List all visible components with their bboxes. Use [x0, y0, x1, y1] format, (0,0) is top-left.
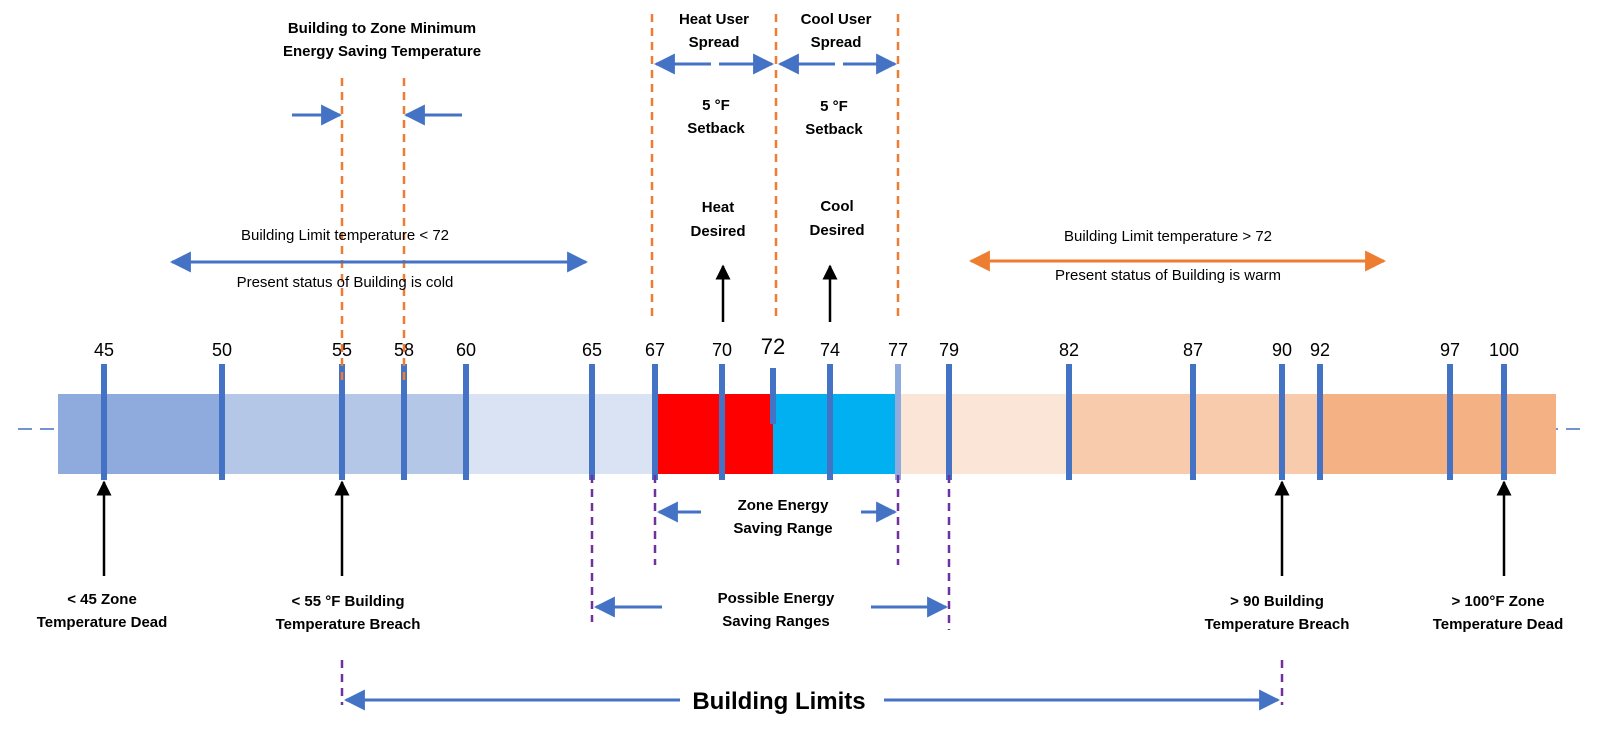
- heat-setback-line2: Setback: [687, 120, 745, 137]
- band-60-67: [466, 394, 655, 474]
- band-45-50: [58, 394, 222, 474]
- tick-label-72: 72: [761, 334, 785, 359]
- cold-status-label: Present status of Building is cold: [237, 274, 454, 291]
- tick-mark-92: [1317, 364, 1323, 480]
- min-energy-title-line2: Energy Saving Temperature: [283, 43, 481, 60]
- tick-mark-100: [1501, 364, 1507, 480]
- cool-spread-line2: Spread: [811, 34, 862, 51]
- cool-setback-line1: 5 °F: [820, 98, 848, 115]
- possible-range-line1: Possible Energy: [718, 590, 835, 607]
- breach-high-line1: > 90 Building: [1230, 593, 1324, 610]
- zone-range-line2: Saving Range: [733, 520, 832, 537]
- warm-limit-label: Building Limit temperature > 72: [1064, 228, 1272, 245]
- cool-setback-line2: Setback: [805, 121, 863, 138]
- breach-high-line2: Temperature Breach: [1205, 616, 1350, 633]
- tick-mark-74: [827, 364, 833, 480]
- heat-desired-line1: Heat: [702, 199, 735, 216]
- building-limits-label: Building Limits: [692, 688, 865, 715]
- tick-label-65: 65: [582, 340, 602, 360]
- tick-label-45: 45: [94, 340, 114, 360]
- tick-mark-65: [589, 364, 595, 480]
- dead-high-line2: Temperature Dead: [1433, 616, 1564, 633]
- tick-mark-90: [1279, 364, 1285, 480]
- breach-low-line1: < 55 °F Building: [291, 593, 404, 610]
- tick-mark-55: [339, 364, 345, 480]
- tick-label-92: 92: [1310, 340, 1330, 360]
- tick-mark-87: [1190, 364, 1196, 480]
- dead-high-line1: > 100°F Zone: [1451, 593, 1544, 610]
- dead-low-line1: < 45 Zone: [67, 591, 137, 608]
- heat-spread-line1: Heat User: [679, 11, 749, 28]
- heat-setback-line1: 5 °F: [702, 97, 730, 114]
- heat-desired-line2: Desired: [690, 223, 745, 240]
- tick-label-90: 90: [1272, 340, 1292, 360]
- cool-desired-line2: Desired: [809, 222, 864, 239]
- min-energy-title-line1: Building to Zone Minimum: [288, 20, 476, 37]
- band-67-72: [655, 394, 773, 474]
- tick-label-67: 67: [645, 340, 665, 360]
- temperature-ticks: 4550555860656770727477798287909297100: [94, 334, 1519, 480]
- heat-spread-line2: Spread: [689, 34, 740, 51]
- cool-desired-line1: Cool: [820, 198, 853, 215]
- band-77-82: [898, 394, 1069, 474]
- tick-label-97: 97: [1440, 340, 1460, 360]
- dead-low-line2: Temperature Dead: [37, 614, 168, 631]
- tick-label-77: 77: [888, 340, 908, 360]
- tick-mark-79: [946, 364, 952, 480]
- tick-mark-50: [219, 364, 225, 480]
- tick-mark-67: [652, 364, 658, 480]
- possible-range-line2: Saving Ranges: [722, 613, 830, 630]
- tick-mark-58: [401, 364, 407, 480]
- breach-low-line2: Temperature Breach: [276, 616, 421, 633]
- tick-mark-72: [770, 368, 776, 424]
- tick-mark-60: [463, 364, 469, 480]
- tick-mark-77: [895, 364, 901, 480]
- tick-label-74: 74: [820, 340, 840, 360]
- tick-mark-70: [719, 364, 725, 480]
- zone-range-line1: Zone Energy: [738, 497, 830, 514]
- cool-spread-line1: Cool User: [801, 11, 872, 28]
- tick-label-82: 82: [1059, 340, 1079, 360]
- tick-mark-97: [1447, 364, 1453, 480]
- band-92-100: [1320, 394, 1556, 474]
- tick-label-50: 50: [212, 340, 232, 360]
- band-72-77: [773, 394, 898, 474]
- tick-label-60: 60: [456, 340, 476, 360]
- tick-label-70: 70: [712, 340, 732, 360]
- tick-mark-45: [101, 364, 107, 480]
- tick-mark-82: [1066, 364, 1072, 480]
- tick-label-87: 87: [1183, 340, 1203, 360]
- warm-status-label: Present status of Building is warm: [1055, 267, 1281, 284]
- tick-label-79: 79: [939, 340, 959, 360]
- tick-label-100: 100: [1489, 340, 1519, 360]
- temperature-bands: [58, 394, 1556, 474]
- cold-limit-label: Building Limit temperature < 72: [241, 227, 449, 244]
